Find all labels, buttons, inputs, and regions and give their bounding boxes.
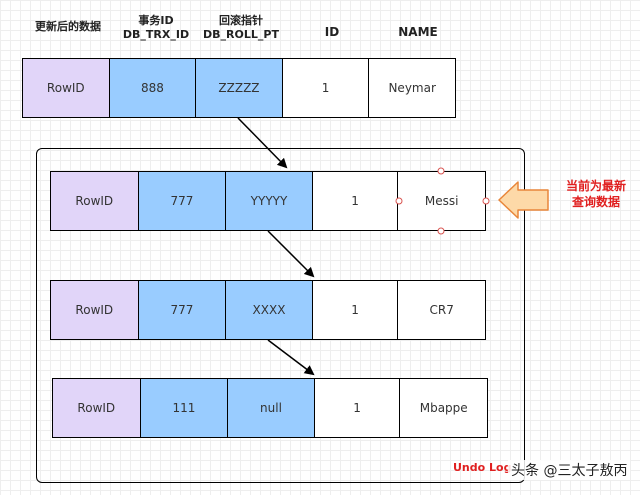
undo-log-label: Undo Log	[453, 461, 512, 474]
cell-roll-pointer: null	[228, 379, 315, 437]
watermark: 头条 @三太子敖丙	[508, 460, 631, 480]
header-trx-id: 事务ID DB_TRX_ID	[112, 14, 200, 42]
header-trx-line2: DB_TRX_ID	[122, 28, 190, 41]
selection-handles[interactable]	[395, 167, 490, 235]
header-name-label: NAME	[398, 25, 438, 39]
undo-row-2: RowID 777 XXXX 1 CR7	[50, 280, 486, 340]
selection-handle-left[interactable]	[395, 197, 403, 205]
header-updated-label: 更新后的数据	[35, 20, 101, 33]
cell-trx-id: 777	[138, 172, 227, 230]
undo-row-3: RowID 111 null 1 Mbappe	[52, 378, 488, 438]
selection-handle-bottom[interactable]	[437, 227, 445, 235]
cell-roll-pointer: XXXX	[226, 281, 313, 339]
undo-row-1: RowID 777 YYYYY 1 Messi	[50, 171, 486, 231]
undo-log-container	[36, 148, 525, 483]
pointer-arrow-1	[237, 117, 288, 169]
pointer-arrow-2	[267, 230, 315, 278]
cell-roll-pointer: ZZZZZ	[196, 59, 283, 117]
cell-id: 1	[282, 59, 370, 117]
header-roll-pointer: 回滚指针 DB_ROLL_PT	[195, 14, 287, 42]
cell-rowid: RowID	[53, 379, 141, 437]
header-name: NAME	[378, 25, 458, 39]
note-line2: 查询数据	[571, 195, 620, 209]
header-trx-line1: 事务ID	[138, 14, 174, 27]
selection-handle-top[interactable]	[437, 167, 445, 175]
header-id-label: ID	[324, 25, 340, 39]
cell-name-selected[interactable]: Messi	[398, 172, 485, 230]
header-roll-line1: 回滚指针	[219, 14, 263, 27]
record-row-current: RowID 888 ZZZZZ 1 Neymar	[22, 58, 456, 118]
cell-rowid: RowID	[23, 59, 110, 117]
header-roll-line2: DB_ROLL_PT	[203, 28, 279, 41]
cell-id: 1	[312, 172, 399, 230]
header-id: ID	[297, 25, 367, 39]
cell-name: CR7	[398, 281, 485, 339]
cell-trx-id: 777	[138, 281, 227, 339]
header-updated-data: 更新后的数据	[22, 20, 114, 34]
current-data-pointer-arrow	[498, 181, 549, 219]
cell-roll-pointer: YYYYY	[226, 172, 313, 230]
cell-rowid: RowID	[51, 281, 139, 339]
note-line1: 当前为最新	[565, 179, 626, 193]
cell-id: 1	[314, 379, 401, 437]
pointer-arrow-3	[267, 339, 315, 376]
cell-id: 1	[312, 281, 399, 339]
selection-handle-right[interactable]	[482, 197, 490, 205]
cell-trx-id: 888	[109, 59, 197, 117]
cell-name: Neymar	[369, 59, 455, 117]
cell-name: Mbappe	[400, 379, 487, 437]
cell-rowid: RowID	[51, 172, 139, 230]
cell-trx-id: 111	[140, 379, 229, 437]
latest-data-note: 当前为最新 查询数据	[556, 178, 636, 210]
